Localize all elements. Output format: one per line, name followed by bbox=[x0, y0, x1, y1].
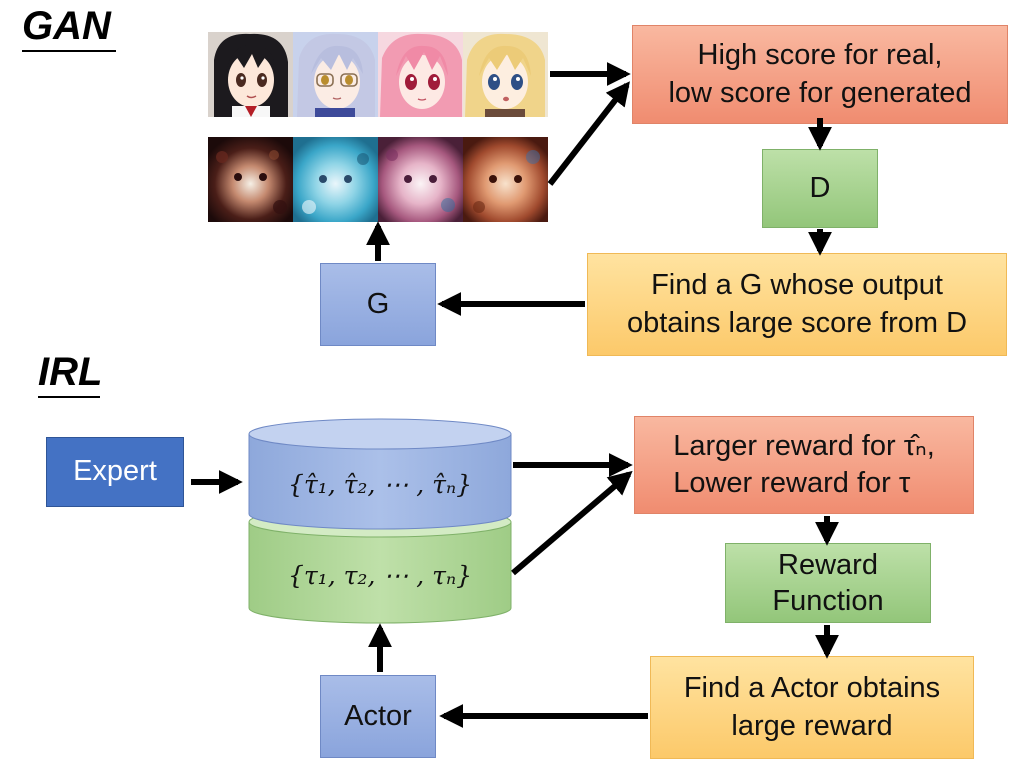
irl-title: IRL bbox=[38, 350, 103, 394]
generated-images-to-discriminator-goal-arrow bbox=[547, 81, 630, 186]
g-label: G bbox=[366, 287, 390, 320]
actor-trajectory-set: {τ₁, τ₂, ⋯ , τₙ} bbox=[287, 561, 473, 590]
expert-box: Expert bbox=[46, 437, 184, 507]
actor-goal-line2: large reward bbox=[731, 709, 893, 742]
reward-function-line1: Reward bbox=[778, 548, 878, 581]
anime-face-blonde-hair-image bbox=[463, 32, 548, 117]
actor-box: Actor bbox=[320, 675, 436, 758]
expert-label: Expert bbox=[73, 455, 157, 488]
actor-goal-line1: Find a Actor obtains bbox=[683, 672, 941, 705]
actor-label: Actor bbox=[344, 699, 412, 732]
actor-trajectories-cylinder-section bbox=[248, 521, 512, 624]
d-label: D bbox=[809, 171, 831, 204]
actor-set-to-reward-goal-arrow bbox=[511, 470, 633, 576]
discriminator-d-box: D bbox=[762, 149, 878, 228]
trajectory-database-cylinder bbox=[248, 418, 512, 624]
expert-trajectories-cylinder-section bbox=[248, 433, 512, 530]
noisy-face-dark-image bbox=[208, 137, 293, 222]
reward-function-line2: Function bbox=[772, 585, 884, 617]
anime-face-pink-hair-image bbox=[378, 32, 463, 117]
reward-goal-line1: Larger reward for τ̂ₙ, bbox=[673, 429, 935, 462]
generated-images-strip bbox=[208, 137, 548, 222]
noisy-face-orange-image bbox=[463, 137, 548, 222]
expert-trajectory-set: {τ̂₁, τ̂₂, ⋯ , τ̂ₙ} bbox=[287, 470, 473, 499]
generator-goal-line2: obtains large score from D bbox=[626, 306, 968, 339]
actor-goal-box: Find a Actor obtains large reward bbox=[650, 656, 974, 759]
reward-goal-box: Larger reward for τ̂ₙ, Lower reward for … bbox=[634, 416, 974, 514]
reward-goal-line2: Lower reward for τ bbox=[673, 467, 911, 499]
generator-goal-box: Find a G whose output obtains large scor… bbox=[587, 253, 1007, 356]
anime-face-black-hair-image bbox=[208, 32, 293, 117]
discriminator-goal-line2: low score for generated bbox=[668, 76, 972, 109]
generator-g-box: G bbox=[320, 263, 436, 346]
generator-goal-line1: Find a G whose output bbox=[651, 269, 943, 302]
reward-function-box: Reward Function bbox=[725, 543, 931, 623]
anime-face-silver-hair-image bbox=[293, 32, 378, 117]
noisy-face-cyan-image bbox=[293, 137, 378, 222]
noisy-face-pink-image bbox=[378, 137, 463, 222]
gan-title: GAN bbox=[22, 4, 111, 48]
irl-title-underline bbox=[38, 396, 100, 398]
gan-title-underline bbox=[22, 50, 116, 52]
discriminator-goal-box: High score for real, low score for gener… bbox=[632, 25, 1008, 124]
real-images-strip bbox=[208, 32, 548, 117]
discriminator-goal-line1: High score for real, bbox=[697, 39, 943, 72]
